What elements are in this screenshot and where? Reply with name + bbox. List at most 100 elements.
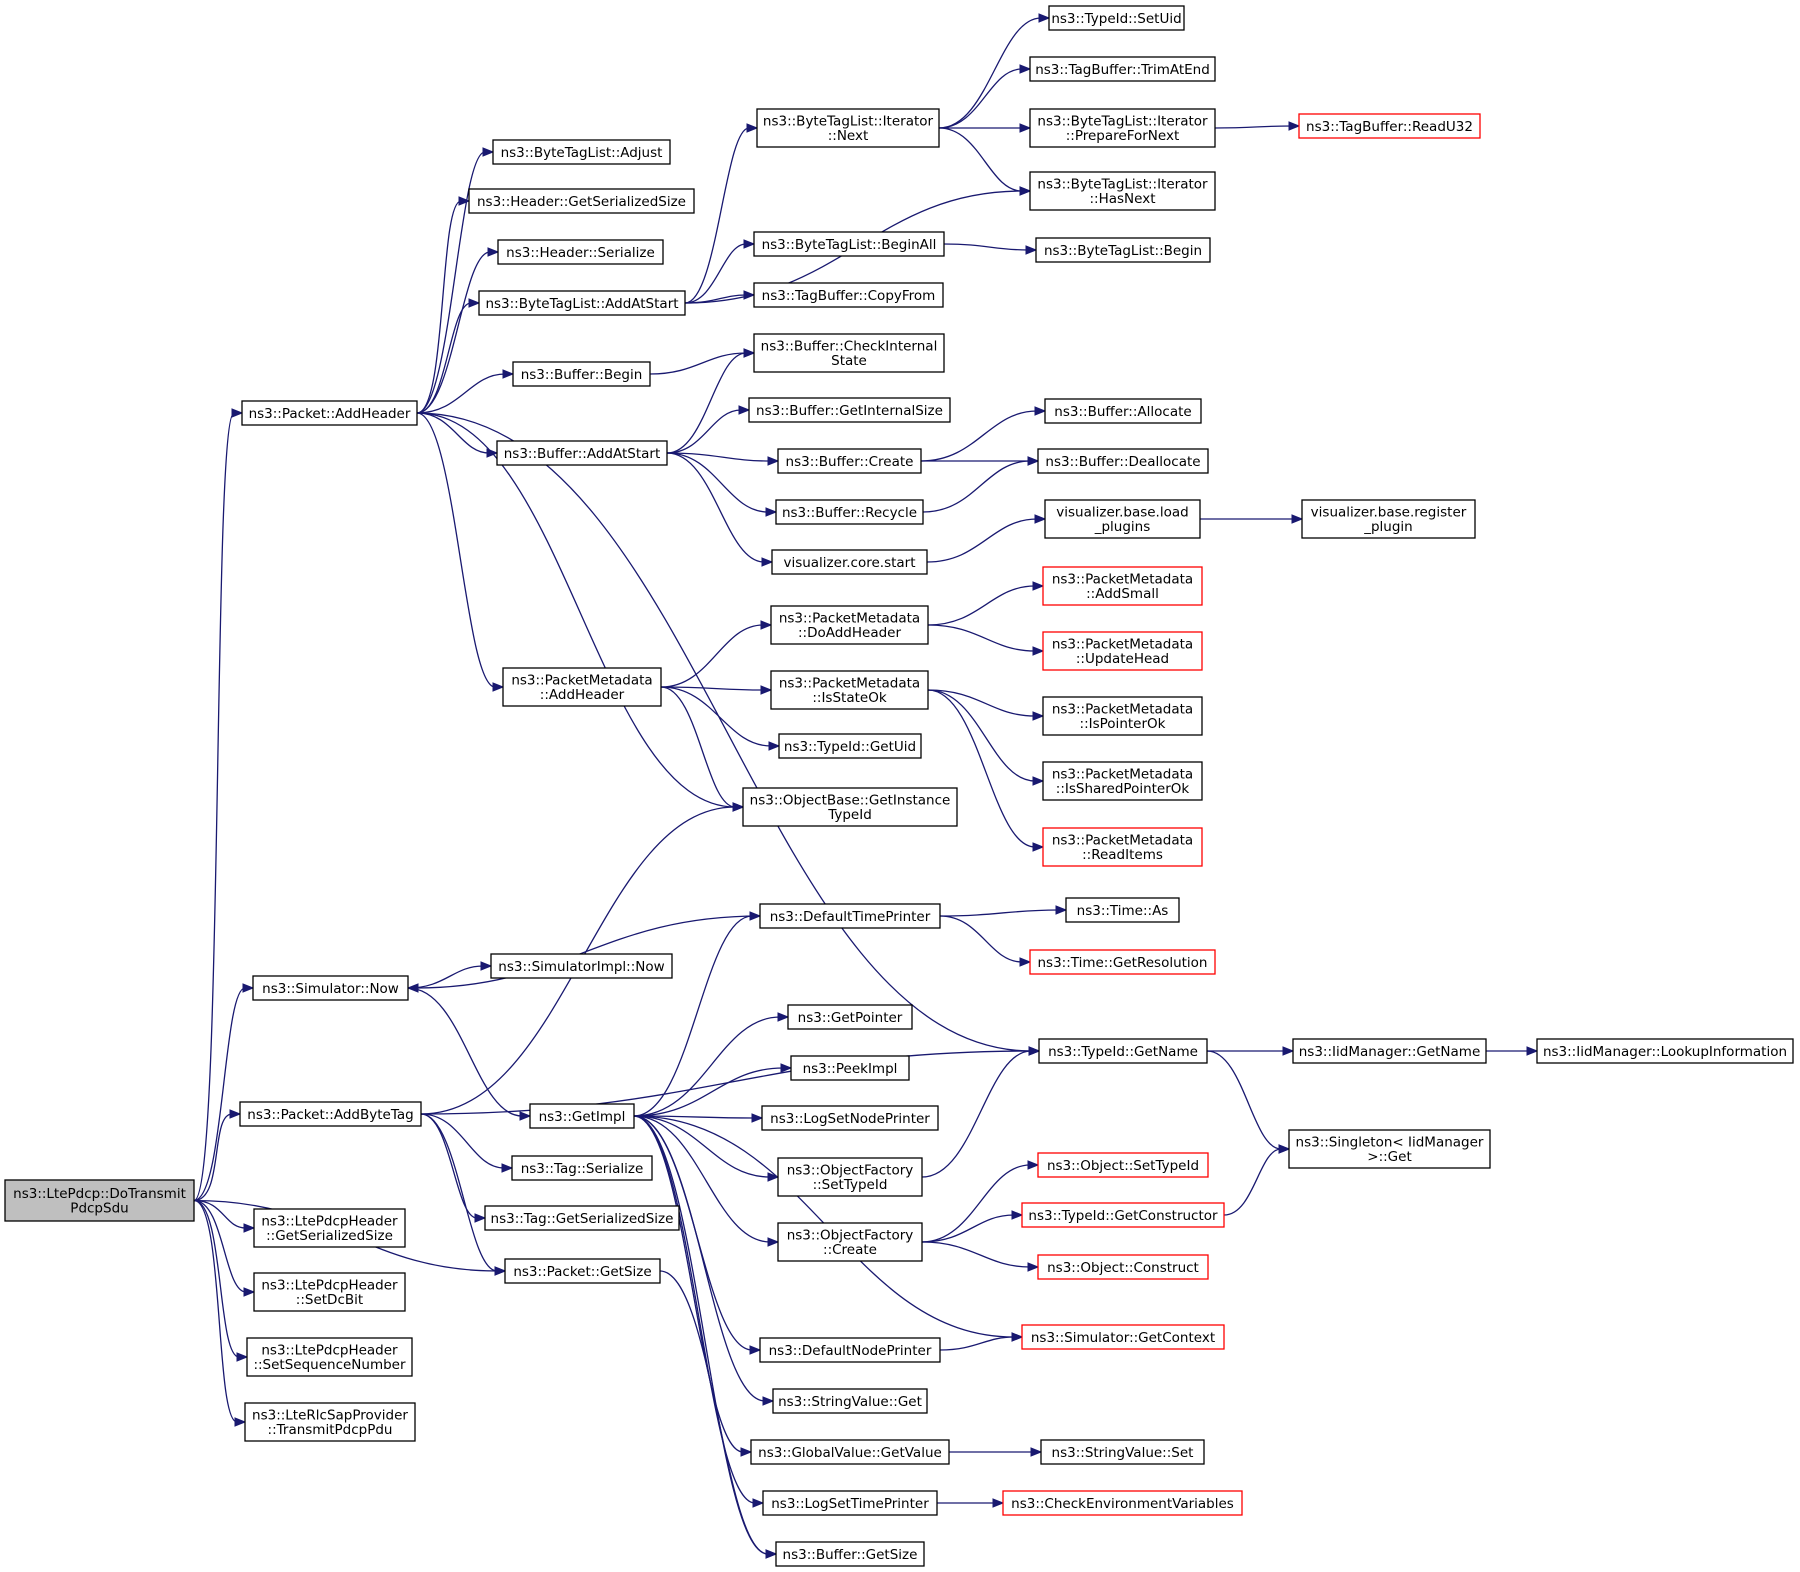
- function-node-getpointer[interactable]: ns3::GetPointer: [787, 1004, 913, 1030]
- function-node-pm_ispointerok[interactable]: ns3::PacketMetadata::IsPointerOk: [1042, 696, 1203, 736]
- function-node-viz_load_plugins[interactable]: visualizer.base.load_plugins: [1044, 499, 1201, 539]
- call-edge-pkt_addheader-to-btl_addatstart: [416, 302, 472, 414]
- function-node-pm_doaddheader[interactable]: ns3::PacketMetadata::DoAddHeader: [770, 605, 929, 645]
- function-node-tb_trimatend[interactable]: ns3::TagBuffer::TrimAtEnd: [1029, 56, 1216, 82]
- call-edge-buf_begin-to-buf_checkinternal: [649, 352, 747, 375]
- function-node-peekimpl[interactable]: ns3::PeekImpl: [790, 1055, 910, 1081]
- function-node-of_create[interactable]: ns3::ObjectFactory::Create: [777, 1222, 923, 1262]
- function-node-typeid_getuid[interactable]: ns3::TypeId::GetUid: [778, 733, 922, 759]
- function-node-hdr_setdcbit[interactable]: ns3::LtePdcpHeader::SetDcBit: [253, 1272, 406, 1312]
- function-node-of_settypeid[interactable]: ns3::ObjectFactory::SetTypeId: [777, 1157, 923, 1197]
- function-node-time_as[interactable]: ns3::Time::As: [1065, 897, 1180, 923]
- function-node-pm_isstateok[interactable]: ns3::PacketMetadata::IsStateOk: [770, 670, 929, 710]
- node-box: [1288, 1129, 1491, 1169]
- function-node-btl_adjust[interactable]: ns3::ByteTagList::Adjust: [492, 139, 671, 165]
- node-label: ns3::ByteTagList::Iterator: [763, 114, 934, 130]
- function-node-sim_getcontext[interactable]: ns3::Simulator::GetContext: [1021, 1324, 1225, 1350]
- function-node-header_serialize[interactable]: ns3::Header::Serialize: [497, 239, 664, 265]
- function-node-btli_hasnext[interactable]: ns3::ByteTagList::Iterator::HasNext: [1029, 171, 1216, 211]
- function-node-buf_addatstart[interactable]: ns3::Buffer::AddAtStart: [496, 440, 668, 466]
- function-node-btl_begin[interactable]: ns3::ByteTagList::Begin: [1035, 237, 1211, 263]
- function-node-btli_next[interactable]: ns3::ByteTagList::Iterator::Next: [756, 108, 940, 148]
- function-node-stringvalue_set[interactable]: ns3::StringValue::Set: [1040, 1439, 1205, 1465]
- node-box: [750, 1439, 950, 1465]
- function-node-tag_serialize[interactable]: ns3::Tag::Serialize: [511, 1155, 653, 1181]
- node-box: [777, 448, 922, 474]
- function-node-defaultnodeprinter[interactable]: ns3::DefaultNodePrinter: [759, 1337, 941, 1363]
- node-label: ns3::Packet::AddHeader: [249, 406, 411, 422]
- function-node-viz_register_plugin[interactable]: visualizer.base.register_plugin: [1301, 499, 1476, 539]
- node-box: [777, 1157, 923, 1197]
- node-box: [253, 1272, 406, 1312]
- function-node-buf_recycle[interactable]: ns3::Buffer::Recycle: [775, 499, 924, 525]
- function-node-sim_now[interactable]: ns3::Simulator::Now: [252, 975, 409, 1001]
- function-node-buf_getsize[interactable]: ns3::Buffer::GetSize: [775, 1541, 925, 1567]
- function-node-typeid_getname[interactable]: ns3::TypeId::GetName: [1038, 1038, 1208, 1064]
- call-edge-buf_addatstart-to-buf_checkinternal: [666, 352, 747, 454]
- function-node-pm_addheader[interactable]: ns3::PacketMetadata::AddHeader: [502, 667, 662, 707]
- function-node-typeid_setuid[interactable]: ns3::TypeId::SetUid: [1048, 5, 1185, 31]
- arrowhead-typeid_getconstructor-to-singleton_get: [1278, 1144, 1291, 1154]
- function-node-pm_addsmall[interactable]: ns3::PacketMetadata::AddSmall: [1042, 566, 1203, 606]
- function-node-btl_beginall[interactable]: ns3::ByteTagList::BeginAll: [753, 231, 945, 257]
- node-label: visualizer.base.register: [1311, 505, 1467, 521]
- function-node-defaulttimeprinter[interactable]: ns3::DefaultTimePrinter: [759, 903, 941, 929]
- function-node-hdr_getsersize[interactable]: ns3::LtePdcpHeader::GetSerializedSize: [253, 1208, 406, 1248]
- function-node-tag_getsersize[interactable]: ns3::Tag::GetSerializedSize: [484, 1205, 680, 1231]
- function-node-pkt_getsize[interactable]: ns3::Packet::GetSize: [504, 1258, 661, 1284]
- function-node-buf_allocate[interactable]: ns3::Buffer::Allocate: [1044, 398, 1202, 424]
- node-box: [772, 1388, 928, 1414]
- function-node-iid_lookup[interactable]: ns3::IidManager::LookupInformation: [1536, 1038, 1794, 1064]
- node-label: ns3::Simulator::GetContext: [1031, 1330, 1215, 1346]
- function-node-viz_core_start[interactable]: visualizer.core.start: [771, 549, 928, 575]
- function-nodes: ns3::LtePdcp::DoTransmitPdcpSduns3::Pack…: [4, 5, 1794, 1567]
- node-label: ns3::PacketMetadata: [1052, 572, 1193, 588]
- function-node-typeid_getconstructor[interactable]: ns3::TypeId::GetConstructor: [1021, 1202, 1225, 1228]
- function-node-header_getsersize[interactable]: ns3::Header::GetSerializedSize: [468, 188, 695, 214]
- function-node-pm_issharedpointerok[interactable]: ns3::PacketMetadata::IsSharedPointerOk: [1042, 761, 1203, 801]
- function-node-pm_updatehead[interactable]: ns3::PacketMetadata::UpdateHead: [1042, 631, 1203, 671]
- function-node-obj_construct[interactable]: ns3::Object::Construct: [1037, 1254, 1209, 1280]
- call-edges: [193, 13, 1539, 1559]
- function-node-pkt_addheader[interactable]: ns3::Packet::AddHeader: [241, 400, 418, 426]
- function-node-rlc_transmit[interactable]: ns3::LteRlcSapProvider::TransmitPdcpPdu: [244, 1402, 416, 1442]
- function-node-pm_readitems[interactable]: ns3::PacketMetadata::ReadItems: [1042, 827, 1203, 867]
- function-node-gv_getvalue[interactable]: ns3::GlobalValue::GetValue: [750, 1439, 950, 1465]
- arrowhead-btli_next-to-tb_trimatend: [1019, 64, 1032, 74]
- function-node-buf_deallocate[interactable]: ns3::Buffer::Deallocate: [1037, 448, 1209, 474]
- node-label: ns3::TypeId::GetName: [1048, 1044, 1198, 1060]
- function-node-buf_begin[interactable]: ns3::Buffer::Begin: [512, 361, 651, 387]
- node-box: [1065, 897, 1180, 923]
- function-node-buf_create[interactable]: ns3::Buffer::Create: [777, 448, 922, 474]
- function-node-btl_addatstart[interactable]: ns3::ByteTagList::AddAtStart: [478, 290, 686, 316]
- function-node-pkt_addbytetag[interactable]: ns3::Packet::AddByteTag: [239, 1101, 422, 1127]
- function-node-getimpl[interactable]: ns3::GetImpl: [529, 1103, 635, 1129]
- node-label: ns3::Header::Serialize: [506, 245, 655, 261]
- function-node-stringvalue_get[interactable]: ns3::StringValue::Get: [772, 1388, 928, 1414]
- node-label: ns3::Buffer::Deallocate: [1045, 454, 1200, 470]
- function-node-btli_prepare[interactable]: ns3::ByteTagList::Iterator::PrepareForNe…: [1029, 108, 1216, 148]
- arrowhead-pkt_addheader-to-btl_adjust: [482, 147, 495, 157]
- function-node-simimpl_now[interactable]: ns3::SimulatorImpl::Now: [490, 953, 673, 979]
- function-node-time_getresolution[interactable]: ns3::Time::GetResolution: [1029, 949, 1216, 975]
- node-box: [1044, 499, 1201, 539]
- function-node-checkenv[interactable]: ns3::CheckEnvironmentVariables: [1002, 1490, 1243, 1516]
- function-node-singleton_get[interactable]: ns3::Singleton< IidManager >::Get: [1288, 1129, 1491, 1169]
- function-node-hdr_setseq[interactable]: ns3::LtePdcpHeader::SetSequenceNumber: [246, 1337, 413, 1377]
- function-node-buf_getinternalsize[interactable]: ns3::Buffer::GetInternalSize: [748, 397, 951, 423]
- node-box: [1042, 827, 1203, 867]
- function-node-logsettimeprinter[interactable]: ns3::LogSetTimePrinter: [762, 1490, 938, 1516]
- function-node-logsetnodeprinter[interactable]: ns3::LogSetNodePrinter: [761, 1105, 939, 1131]
- function-node-iid_getname[interactable]: ns3::IidManager::GetName: [1292, 1038, 1487, 1064]
- node-box: [790, 1055, 910, 1081]
- function-node-tb_readu32[interactable]: ns3::TagBuffer::ReadU32: [1298, 113, 1481, 139]
- call-edge-getimpl-to-logsetnodeprinter: [633, 1115, 755, 1119]
- function-node-tb_copyfrom[interactable]: ns3::TagBuffer::CopyFrom: [753, 282, 944, 308]
- node-label: ::ReadItems: [1082, 847, 1163, 863]
- function-node-obj_settypeid[interactable]: ns3::Object::SetTypeId: [1037, 1152, 1209, 1178]
- node-label: ns3::Buffer::GetInternalSize: [756, 403, 943, 419]
- node-box: [1042, 761, 1203, 801]
- arrowhead-buf_addatstart-to-buf_checkinternal: [743, 348, 756, 358]
